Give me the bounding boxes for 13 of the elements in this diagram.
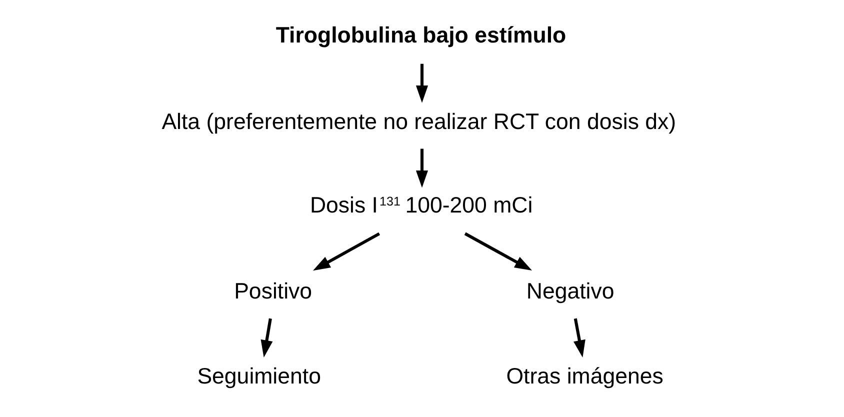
arrow <box>312 232 380 271</box>
arrow <box>260 318 273 358</box>
arrow <box>464 232 532 271</box>
arrow <box>574 318 586 358</box>
arrow <box>416 64 428 103</box>
node-text: Seguimiento <box>197 364 321 389</box>
arrow <box>416 148 428 188</box>
node-text: Alta (preferentemente no realizar RCT con dosis dx) <box>162 108 676 134</box>
node-text: Dosis I$^{131}$ 100-200 mCi <box>310 192 533 218</box>
node-text: Otras imágenes <box>506 364 664 389</box>
node-text: Negativo <box>526 278 614 304</box>
node-text: Positivo <box>234 278 312 304</box>
node-text: Tiroglobulina bajo estímulo <box>276 22 566 48</box>
